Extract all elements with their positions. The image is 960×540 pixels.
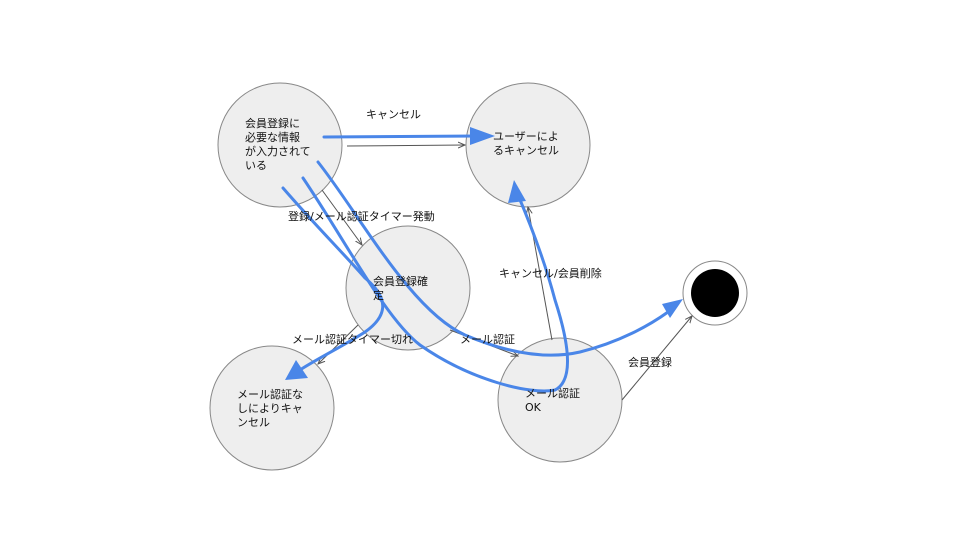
highlight-arrowhead-user-cancel [508, 180, 526, 203]
highlight-path-confirm-register [316, 160, 670, 357]
highlight-arrowhead-cancel [470, 127, 495, 145]
highlight-path-cancel [322, 134, 480, 139]
state-input-done-circle [217, 82, 343, 208]
highlight-path-cancel-delete [301, 176, 570, 393]
transition-member-register-arrow [621, 316, 692, 401]
final-state-dot [691, 269, 739, 317]
state-user-cancel-circle [465, 82, 591, 208]
state-verify-ok-circle [497, 337, 623, 463]
transition-register-arrow [321, 189, 362, 245]
highlight-arrowhead-timeout [285, 360, 308, 380]
transition-timer-expired-arrow [318, 324, 359, 364]
transition-cancel-arrow [346, 145, 465, 146]
state-no-verify-cancel-circle [209, 345, 335, 471]
highlight-arrowhead-final [662, 299, 683, 318]
